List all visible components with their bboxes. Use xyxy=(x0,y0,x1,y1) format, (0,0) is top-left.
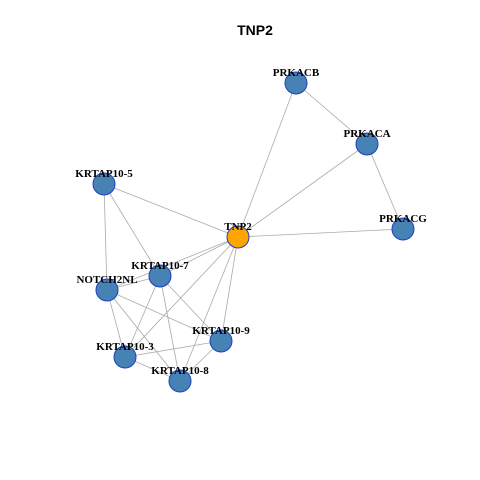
node-label-krtap10-5: KRTAP10-5 xyxy=(75,168,133,180)
edge-tnp2-prkaca xyxy=(237,143,368,238)
edge-tnp2-notch2nl xyxy=(106,236,239,291)
node-notch2nl xyxy=(95,278,119,302)
diagram-title: TNP2 xyxy=(237,22,273,38)
node-label-krtap10-7: KRTAP10-7 xyxy=(131,260,189,272)
edge-tnp2-prkacg xyxy=(237,228,404,238)
edge-krtap10-7-krtap10-3 xyxy=(124,275,161,358)
edge-tnp2-krtap10-8 xyxy=(179,236,239,382)
node-label-prkaca: PRKACA xyxy=(343,128,390,140)
edge-tnp2-krtap10-3 xyxy=(124,236,239,358)
edge-tnp2-krtap10-9 xyxy=(220,236,239,342)
node-label-prkacg: PRKACG xyxy=(379,213,427,225)
edge-krtap10-9-krtap10-3 xyxy=(124,340,222,358)
edge-tnp2-krtap10-5 xyxy=(103,183,239,238)
edge-tnp2-krtap10-7 xyxy=(159,236,239,277)
edge-krtap10-7-krtap10-9 xyxy=(159,275,222,342)
node-krtap10-7 xyxy=(148,264,172,288)
node-label-tnp2: TNP2 xyxy=(224,221,252,233)
label-layer: TNP2 PRKACB PRKACA PRKACG KRTAP10-5KRTAP10-7… xyxy=(75,67,427,377)
node-prkaca xyxy=(355,132,379,156)
edge-notch2nl-krtap10-9 xyxy=(106,289,222,342)
node-prkacg xyxy=(391,217,415,241)
node-label-notch2nl: NOTCH2NL xyxy=(76,274,137,286)
edge-notch2nl-krtap10-3 xyxy=(106,289,126,358)
node-prkacb xyxy=(284,71,308,95)
edge-krtap10-5-notch2nl xyxy=(103,183,108,291)
node-label-krtap10-8: KRTAP10-8 xyxy=(151,365,209,377)
node-krtap10-5 xyxy=(92,172,116,196)
edge-tnp2-prkacb xyxy=(237,82,297,238)
node-layer xyxy=(92,71,415,393)
node-tnp2 xyxy=(226,225,250,249)
edge-notch2nl-krtap10-8 xyxy=(106,289,181,382)
edge-krtap10-7-krtap10-8 xyxy=(159,275,181,382)
node-label-krtap10-3: KRTAP10-3 xyxy=(96,341,154,353)
node-label-prkacb: PRKACB xyxy=(273,67,320,79)
node-label-krtap10-9: KRTAP10-9 xyxy=(192,325,250,337)
edge-krtap10-5-krtap10-7 xyxy=(103,183,161,277)
node-krtap10-9 xyxy=(209,329,233,353)
edge-prkacb-prkaca xyxy=(295,82,368,145)
node-krtap10-3 xyxy=(113,345,137,369)
node-krtap10-8 xyxy=(168,369,192,393)
edge-prkaca-prkacg xyxy=(366,143,404,230)
